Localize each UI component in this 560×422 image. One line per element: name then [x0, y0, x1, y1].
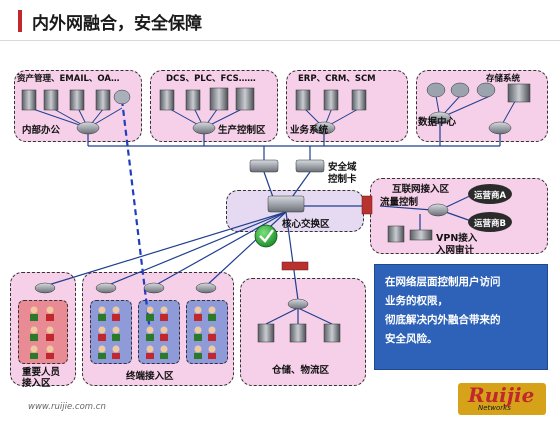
backbone-links — [44, 120, 501, 325]
core-label: 核心交换区 — [282, 219, 330, 230]
data-center-label: 数据中心 — [418, 117, 457, 128]
visitor-user-group — [18, 300, 68, 364]
access-switch-icon — [34, 282, 309, 310]
router-icon — [427, 203, 449, 217]
production-top-label: DCS、PLC、FCS…… — [166, 74, 256, 84]
dashed-access-link — [120, 99, 152, 333]
data-center-top-label: 存储系统 — [486, 74, 521, 84]
terminal-user-group-3 — [186, 300, 228, 364]
security-switch-icon — [249, 159, 325, 173]
firewall-icon — [281, 195, 373, 271]
visitor-label-line2: 接入区 — [22, 378, 51, 389]
cloud-icon — [468, 184, 512, 232]
traffic-control-label: 流量控制 — [380, 197, 419, 208]
terminal-label: 终端接入区 — [126, 371, 174, 382]
terminal-user-group-2 — [138, 300, 180, 364]
storage-icon — [426, 82, 531, 103]
check-icon — [254, 224, 278, 248]
switch-icon — [76, 111, 512, 135]
security-label-line1: 安全域 — [328, 162, 357, 173]
internal-office-label: 内部办公 — [22, 125, 61, 136]
security-label-line2: 控制卡 — [328, 174, 357, 185]
server-icon — [21, 89, 131, 111]
business-top-label: ERP、CRM、SCM — [298, 74, 376, 84]
user-icon — [30, 306, 216, 359]
title-accent-bar — [18, 10, 22, 32]
business-label: 业务系统 — [290, 125, 329, 136]
brand-subtitle: Networks — [478, 404, 511, 412]
production-label: 生产控制区 — [218, 125, 266, 136]
isp-a-label: 运营商A — [474, 191, 507, 201]
vpn-label-line2: 入网审计 — [436, 245, 475, 256]
info-line-3: 彻底解决内外融合带来的 — [385, 314, 501, 326]
page-title: 内外网融合，安全保障 — [32, 14, 202, 34]
brand-logo-bg — [458, 383, 546, 415]
info-box: 在网络层面控制用户访问 业务的权限， 彻底解决内外融合带来的 安全风险。 — [374, 264, 548, 370]
brand-logo: Ruijie — [468, 383, 535, 407]
info-line-2: 业务的权限， — [385, 295, 448, 307]
warehouse-label: 仓储、物流区 — [272, 365, 330, 376]
internet-label: 互联网接入区 — [392, 184, 450, 195]
info-line-1: 在网络层面控制用户访问 — [385, 276, 501, 288]
vpn-label-line1: VPN接入 — [436, 233, 478, 244]
server-icon — [295, 89, 367, 111]
title-divider — [0, 40, 560, 41]
core-switch-icon — [267, 195, 305, 213]
visitor-label-line1: 重要人员 — [22, 367, 61, 378]
vpn-device-icon — [387, 225, 433, 243]
internal-office-top-label: 资产管理、EMAIL、OA… — [17, 74, 120, 84]
server-icon — [159, 87, 255, 111]
isp-b-label: 运营商B — [474, 219, 506, 229]
zone-internet — [370, 178, 548, 254]
footer-url: www.ruijie.com.cn — [28, 402, 106, 412]
info-line-4: 安全风险。 — [385, 333, 438, 345]
terminal-user-group-1 — [90, 300, 132, 364]
server-icon — [257, 323, 341, 343]
